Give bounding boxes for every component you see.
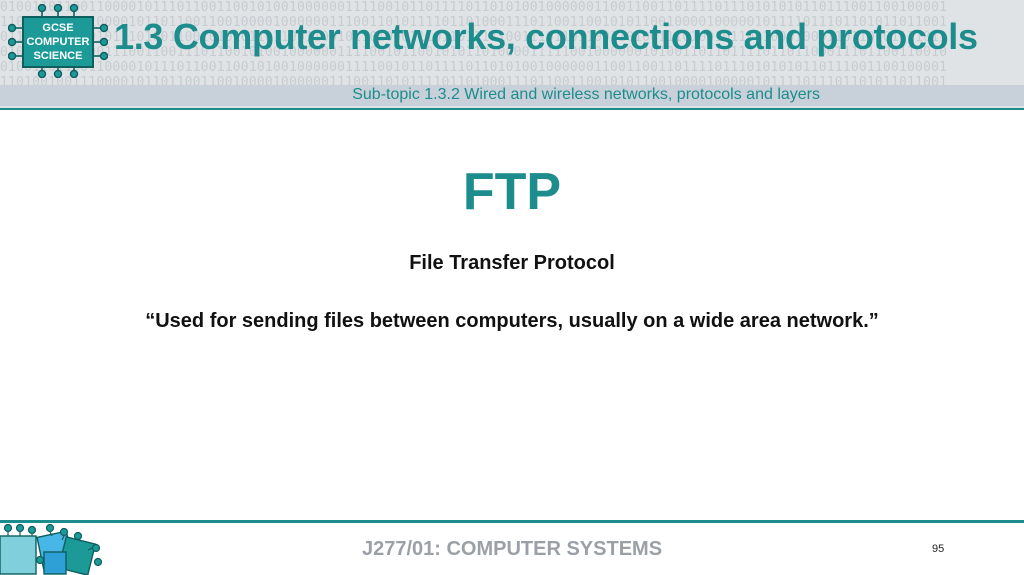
binary-row: 0110110010101011101001100101010110110011… (0, 30, 948, 45)
subtopic-band (0, 85, 1024, 106)
logo-line: GCSE (42, 22, 74, 34)
acronym-expansion: File Transfer Protocol (409, 252, 615, 274)
slide-header: 0100110110011000010111011001100101001000… (0, 0, 1024, 110)
chip-pins-icon (8, 4, 108, 78)
circuit-squares-icon (0, 523, 103, 575)
logo-line: SCIENCE (33, 50, 83, 62)
binary-row: 0100110110011000010111011001100101001000… (0, 60, 948, 75)
definition-quote: “Used for sending files between computer… (145, 310, 879, 332)
course-code: J277/01: COMPUTER SYSTEMS (361, 538, 663, 560)
slide-heading: FTP (462, 163, 562, 221)
gcse-logo: GCSE COMPUTER SCIENCE (8, 4, 108, 78)
slide-title: 1.3 Computer networks, connections and p… (114, 16, 978, 57)
binary-row: 0100110011100111001100111011001010010000… (0, 45, 948, 60)
page-number: 95 (932, 543, 945, 555)
logo-line: COMPUTER (26, 36, 90, 48)
logo-chip: GCSE COMPUTER SCIENCE (22, 16, 94, 68)
binary-row: 0100110110011000010111011001100101001000… (0, 0, 948, 15)
subtopic-label: Sub-topic 1.3.2 Wired and wireless netwo… (352, 86, 820, 103)
footer-divider (0, 520, 1024, 523)
binary-row: 1101001001110000101101100110010000100000… (0, 15, 948, 30)
